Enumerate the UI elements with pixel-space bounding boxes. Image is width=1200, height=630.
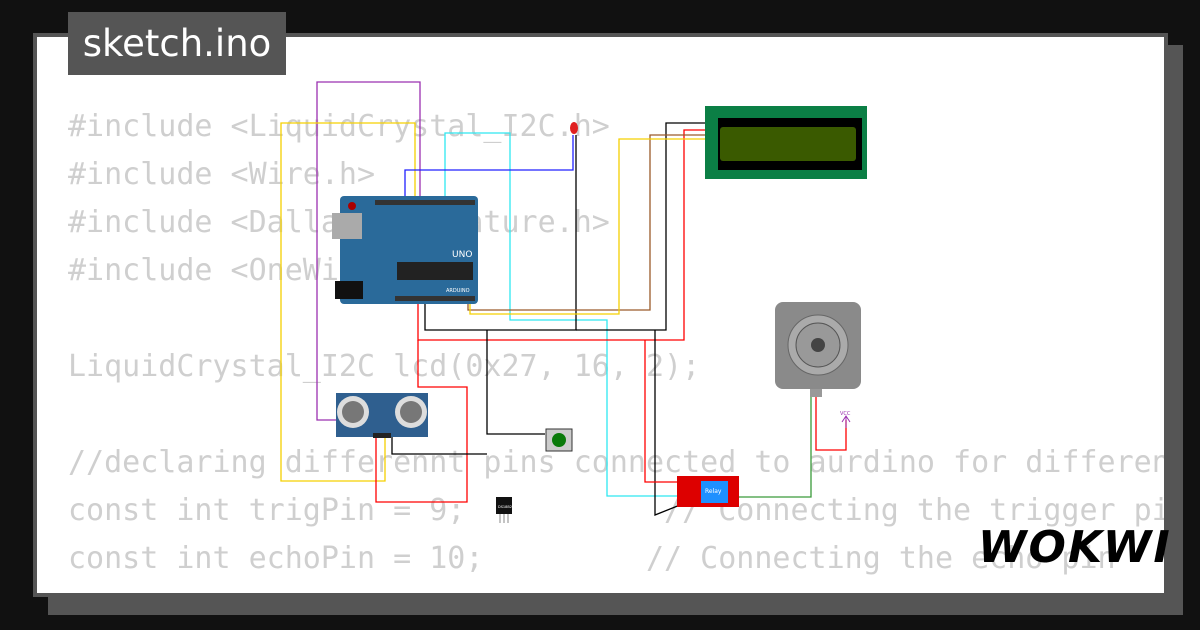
wire-brown: [467, 134, 706, 311]
code-background: #include <LiquidCrystal_I2C.h> #include …: [68, 103, 1168, 593]
wire-black-lcd: [576, 122, 706, 331]
wire-red-lcd: [417, 129, 706, 341]
lcd-display[interactable]: [705, 106, 867, 179]
vcc-power: VCC: [840, 411, 851, 428]
code-line: #include <Wire.h>: [68, 157, 376, 192]
wire-red-relay: [644, 340, 680, 483]
preview-card: #include <LiquidCrystal_I2C.h> #include …: [33, 33, 1168, 597]
file-tab[interactable]: sketch.ino: [68, 12, 286, 75]
wire-black-led: [424, 135, 577, 331]
code-line: //declaring differennt pins connected to…: [68, 445, 1168, 480]
arduino-brand: ARDUINO: [446, 288, 470, 294]
arduino-uno[interactable]: UNO ARDUINO: [332, 196, 478, 304]
wire-cyan: [444, 132, 680, 497]
wire-black-button: [486, 330, 545, 435]
wire-red-motor: [815, 390, 847, 451]
code-line: const int trigPin = 9; // Connecting the…: [68, 493, 1168, 528]
wire-green: [739, 390, 812, 498]
sensor-label: DS18B20: [498, 505, 514, 509]
relay-module[interactable]: Relay: [677, 476, 739, 507]
relay-label: Relay: [705, 488, 722, 495]
wokwi-logo: WOKWI: [978, 522, 1172, 573]
ultrasonic-sensor[interactable]: [336, 393, 428, 438]
arduino-label: UNO: [452, 250, 472, 260]
ds18b20-sensor[interactable]: DS18B20: [496, 497, 514, 523]
wire-black-relay: [654, 330, 681, 516]
stepper-motor[interactable]: [775, 302, 861, 397]
wire-yellow-lcd: [469, 138, 706, 315]
code-line: const int echoPin = 10; // Connecting th…: [68, 541, 1116, 576]
led[interactable]: [570, 122, 578, 134]
code-line: const int buzzerPin = 11; // Connecting …: [68, 583, 1164, 593]
wire-yellow-sensor: [280, 122, 416, 482]
vcc-label: VCC: [840, 411, 851, 417]
wire-blue: [404, 135, 574, 200]
wire-black-sensor: [391, 432, 487, 455]
push-button[interactable]: [545, 428, 573, 452]
wire-red-sensor: [375, 340, 468, 503]
